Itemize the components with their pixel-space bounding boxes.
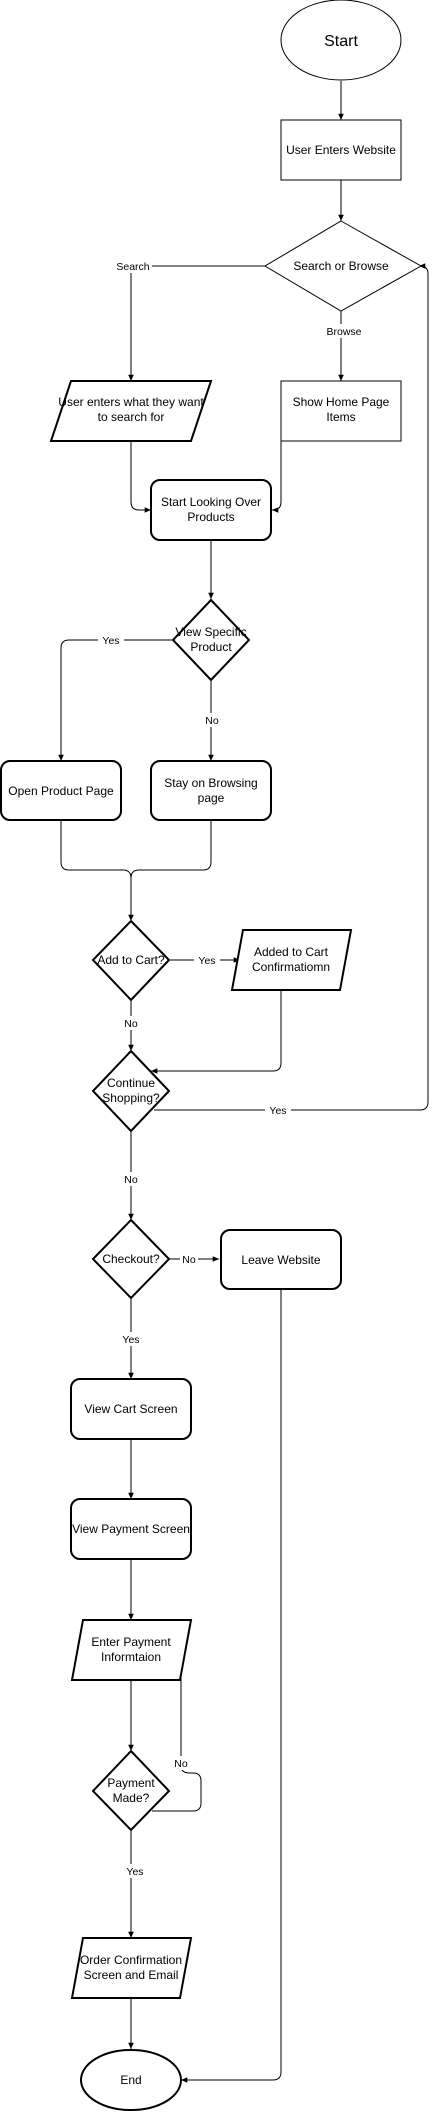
edge-home-to-looking xyxy=(272,441,282,513)
edge-label-view-no: No xyxy=(205,715,219,727)
user-enters-search-node xyxy=(49,380,213,442)
start-node xyxy=(280,0,402,81)
edge-label-payment-no: No xyxy=(174,1758,188,1770)
edge-label-view-yes: Yes xyxy=(102,635,119,647)
view-cart-screen-label: View Cart Screen xyxy=(84,1402,177,1416)
user-enters-website-node xyxy=(280,119,402,181)
edge-leave-to-end xyxy=(181,1289,282,2083)
user-enters-website-label: User Enters Website xyxy=(286,143,396,157)
edge-label-backgrounds xyxy=(98,259,364,1878)
add-to-cart-label: Add to Cart? xyxy=(97,953,165,967)
view-specific-product-decision xyxy=(171,598,251,682)
labels: Start User Enters Website Search or Brow… xyxy=(8,33,396,2087)
edge-continue-yes xyxy=(154,263,429,1111)
edge-added-to-continue xyxy=(151,990,282,1074)
edge-stay-to-merge xyxy=(130,820,212,879)
continue-shopping-decision xyxy=(91,1049,171,1133)
checkout-decision xyxy=(91,1218,171,1300)
end-node xyxy=(80,2049,182,2111)
end-label: End xyxy=(120,2073,141,2087)
open-product-page-node xyxy=(0,760,122,821)
order-confirmation-node xyxy=(70,1937,193,1999)
view-payment-screen-node xyxy=(70,1498,192,1560)
edge-payment-no xyxy=(152,1655,202,1812)
view-payment-screen-label: View Payment Screen xyxy=(72,1522,190,1536)
leave-website-node xyxy=(220,1229,342,1290)
stay-on-browsing-node xyxy=(150,760,272,821)
shapes xyxy=(0,0,423,2111)
edge-label-cart-yes: Yes xyxy=(198,955,215,967)
edge-label-payment-yes: Yes xyxy=(126,1866,143,1878)
search-or-browse-decision xyxy=(264,220,423,312)
edge-label-cart-no: No xyxy=(124,1018,138,1030)
edge-search-to-looking xyxy=(130,441,151,513)
leave-website-label: Leave Website xyxy=(241,1253,320,1267)
edge-open-to-merge xyxy=(60,820,132,879)
enter-payment-node xyxy=(70,1619,193,1681)
edge-label-checkout-no: No xyxy=(182,1254,196,1266)
edge-search xyxy=(128,265,265,381)
edge-label-checkout-yes: Yes xyxy=(122,1334,139,1346)
edge-label-browse: Browse xyxy=(326,326,361,338)
start-label: Start xyxy=(324,33,358,50)
payment-made-decision xyxy=(91,1749,171,1832)
added-to-cart-node xyxy=(230,929,353,991)
checkout-label: Checkout? xyxy=(102,1252,160,1266)
search-or-browse-label: Search or Browse xyxy=(293,259,389,273)
edge-label-search: Search xyxy=(116,261,149,273)
edge-view-yes xyxy=(58,639,173,761)
add-to-cart-decision xyxy=(91,919,171,1002)
open-product-page-label: Open Product Page xyxy=(8,784,114,798)
view-cart-screen-node xyxy=(70,1378,192,1440)
edge-label-continue-yes: Yes xyxy=(269,1105,286,1117)
edge-label-continue-no: No xyxy=(124,1174,138,1186)
start-looking-node xyxy=(150,479,272,541)
show-home-page-node xyxy=(280,380,402,442)
